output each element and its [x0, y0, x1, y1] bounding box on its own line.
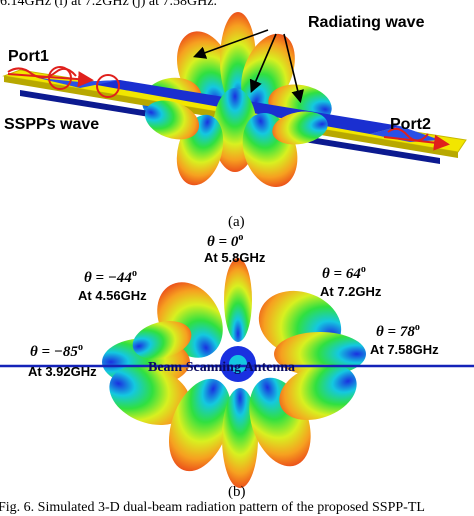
port2-arrow [383, 127, 450, 151]
beam-0-theta: θ = 0o [207, 232, 244, 250]
panel-a-label: (a) [228, 214, 245, 230]
lobe-lower-mid-left [168, 378, 232, 472]
sspp-wave-label: SSPPs wave [4, 116, 100, 133]
beam-0-freq: At 5.8GHz [204, 250, 266, 265]
beam-3-freq: At 7.58GHz [370, 342, 439, 357]
lobe [144, 100, 200, 140]
lobe-lower-right [279, 363, 357, 421]
radiating-arrow-1 [192, 29, 269, 59]
lobe [272, 111, 328, 145]
beam-2-theta: θ = 64o [322, 264, 366, 282]
beam-4-freq: At 3.92GHz [28, 364, 97, 379]
lobe-lower-center [222, 388, 258, 488]
center-label: Beam Scanning Antenna [148, 360, 296, 375]
sspp-wave-marker-left [48, 66, 72, 90]
radiating-arrow-2 [249, 33, 277, 93]
panel-b-pattern [102, 258, 366, 488]
port1-label: Port1 [8, 48, 49, 65]
top-caption: 6.14GHz (i) at 7.2GHz (j) at 7.58GHz. [0, 0, 217, 9]
lobe-lower-left [109, 365, 191, 425]
beam-2-freq: At 7.2GHz [320, 284, 382, 299]
radiating-arrow-3 [283, 33, 304, 104]
beam-3-theta: θ = 78o [376, 322, 420, 340]
radiating-wave-label: Radiating wave [308, 14, 425, 31]
port2-label: Port2 [390, 116, 431, 133]
panel-a-lower-lobes [144, 88, 328, 188]
sspp-wave-marker-right [96, 74, 120, 98]
bottom-caption: Fig. 6. Simulated 3-D dual-beam radiatio… [0, 500, 425, 515]
beam-4-theta: θ = −85o [30, 342, 83, 360]
lobe-side [132, 320, 192, 360]
beam-1-freq: At 4.56GHz [78, 288, 147, 303]
beam-1-theta: θ = −44o [84, 268, 137, 286]
pattern-core-inner [229, 355, 247, 373]
lobe-0deg [224, 258, 252, 342]
panel-b-label: (b) [228, 484, 246, 500]
